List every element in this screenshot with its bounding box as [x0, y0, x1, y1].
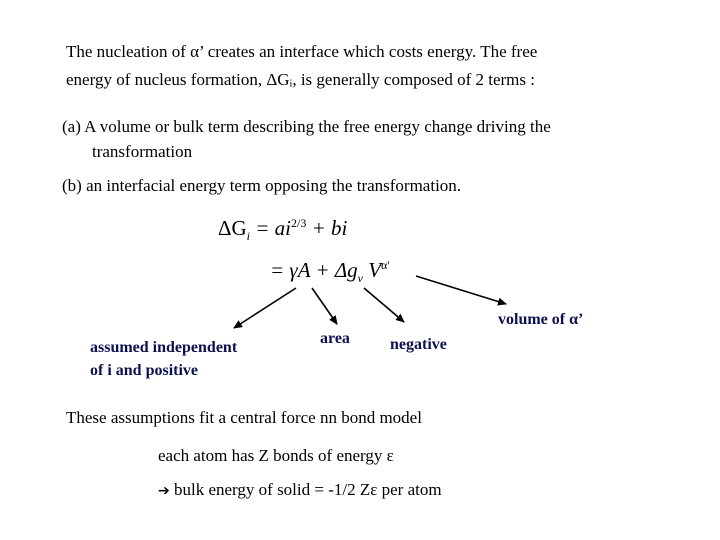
equation-lhs-sub: i [246, 229, 251, 244]
intro-line-2: energy of nucleus formation, ΔGᵢ, is gen… [66, 70, 535, 89]
equation-line-2: = γA + Δgv Vα' [270, 258, 390, 286]
equation-line-2-sub: v [357, 271, 363, 286]
label-negative: negative [390, 336, 447, 353]
equation-line-1: ΔGi = ai2/3 + bi [218, 216, 347, 244]
assumptions-line: These assumptions fit a central force nn… [66, 408, 422, 427]
term-a-line-1: (a) A volume or bulk term describing the… [62, 117, 551, 136]
right-arrow-icon: ➔ [158, 483, 170, 499]
bonds-line: each atom has Z bonds of energy ε [158, 446, 394, 465]
equation-lhs: ΔG [218, 216, 247, 240]
equation-volume-sup: α' [381, 258, 390, 272]
label-assumed-line-1: assumed independent [90, 339, 238, 356]
arrow-to-volume [415, 275, 507, 306]
equation-exponent: 2/3 [291, 216, 307, 230]
label-assumed-line-2: of i and positive [90, 362, 199, 379]
bulk-energy-line: ➔ bulk energy of solid = -1/2 Zε per ato… [158, 478, 442, 503]
intro-line-1: The nucleation of α’ creates an interfac… [66, 42, 538, 61]
term-b: (b) an interfacial energy term opposing … [62, 176, 462, 195]
arrow-to-assumed [233, 287, 297, 329]
arrow-to-negative [363, 287, 405, 323]
equation-line-2-main: = γA + Δg [270, 258, 358, 282]
bulk-energy-text: bulk energy of solid = -1/2 Zε per atom [173, 480, 442, 499]
term-a-line-2: transformation [92, 142, 193, 161]
equation-rhs-a: = ai [255, 216, 292, 240]
arrow-to-area [311, 287, 338, 325]
label-area: area [320, 330, 350, 347]
label-volume: volume of α’ [498, 311, 584, 328]
equation-rhs-b: + bi [311, 216, 348, 240]
label-assumed: assumed independent of i and positive [90, 336, 237, 382]
equation-volume-symbol: V [368, 258, 382, 282]
